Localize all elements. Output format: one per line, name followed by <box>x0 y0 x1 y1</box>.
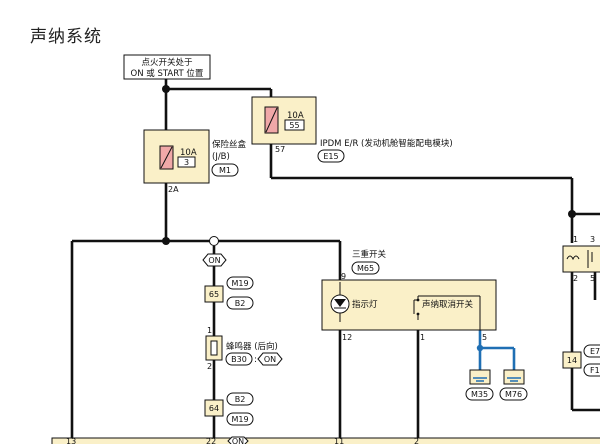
svg-text:9: 9 <box>341 272 346 281</box>
svg-text:E7: E7 <box>590 347 600 356</box>
svg-text:蜂鸣器 (后向): 蜂鸣器 (后向) <box>226 341 278 352</box>
svg-text:14: 14 <box>567 356 577 365</box>
relay: 1 3 2 5 14 E7 F1 <box>562 235 600 377</box>
svg-text:M1: M1 <box>219 166 231 175</box>
svg-text:三重开关: 三重开关 <box>352 249 387 260</box>
svg-text:2: 2 <box>414 437 419 444</box>
svg-text:ON: ON <box>208 256 220 265</box>
buzzer-branch: ON 65 M19 B2 1 2 蜂鸣器 (后向) B30 : ON B2 64… <box>202 253 283 426</box>
svg-text:M19: M19 <box>231 279 248 288</box>
svg-text:5: 5 <box>590 274 595 283</box>
svg-text:B2: B2 <box>235 395 246 404</box>
svg-text:M76: M76 <box>505 390 522 399</box>
junction-dots <box>162 85 576 246</box>
ground-m76: M76 <box>499 369 528 401</box>
svg-text:点火开关处于: 点火开关处于 <box>141 57 193 68</box>
svg-text:57: 57 <box>275 145 285 154</box>
svg-text:声纳取消开关: 声纳取消开关 <box>422 299 474 310</box>
svg-text:2A: 2A <box>168 185 179 194</box>
ground-m35: M35 <box>465 369 494 401</box>
ignition-label: 点火开关处于 ON 或 START 位置 <box>123 54 211 80</box>
svg-text:2: 2 <box>207 362 212 371</box>
svg-text:(J/B): (J/B) <box>212 152 230 162</box>
triple-switch: 三重开关 M65 9 指示灯 声纳取消开关 12 1 5 <box>321 249 497 342</box>
svg-text:12: 12 <box>342 333 352 342</box>
svg-text:10A: 10A <box>287 111 304 121</box>
svg-text:1: 1 <box>420 333 425 342</box>
svg-text:保险丝盒: 保险丝盒 <box>212 139 247 150</box>
svg-text:3: 3 <box>184 158 189 167</box>
svg-text:11: 11 <box>334 437 344 444</box>
svg-text:E15: E15 <box>323 152 338 161</box>
svg-text:ON 或 START 位置: ON 或 START 位置 <box>131 68 204 79</box>
svg-text:13: 13 <box>66 437 76 444</box>
svg-text:指示灯: 指示灯 <box>352 299 378 310</box>
svg-text:22: 22 <box>206 437 216 444</box>
svg-text:55: 55 <box>289 121 299 130</box>
svg-text:65: 65 <box>209 290 219 299</box>
svg-text:ON: ON <box>264 355 276 364</box>
fuse-box-jb: 10A 3 2A 保险丝盒 (J/B) M1 <box>143 129 247 194</box>
svg-text:3: 3 <box>590 235 595 244</box>
svg-text:M35: M35 <box>471 390 488 399</box>
svg-text:F1: F1 <box>590 366 600 375</box>
svg-text:IPDM E/R (发动机舱智能配电模块): IPDM E/R (发动机舱智能配电模块) <box>320 138 453 149</box>
svg-text:M19: M19 <box>231 415 248 424</box>
svg-text:M65: M65 <box>357 264 374 273</box>
svg-text:2: 2 <box>573 274 578 283</box>
svg-text:10A: 10A <box>180 148 197 158</box>
svg-text::: : <box>254 355 257 365</box>
svg-text:1: 1 <box>207 326 212 335</box>
svg-text:5: 5 <box>482 333 487 342</box>
ipdm-er: 10A 55 57 IPDM E/R (发动机舱智能配电模块) E15 <box>251 96 453 163</box>
page-title: 声纳系统 <box>30 27 102 47</box>
svg-text:64: 64 <box>209 404 219 413</box>
svg-text:B2: B2 <box>235 299 246 308</box>
svg-text:B30: B30 <box>231 355 247 364</box>
svg-text:1: 1 <box>573 235 578 244</box>
svg-text:ON: ON <box>232 437 244 444</box>
bottom-connector: 13 11 2 22 ON <box>51 436 600 444</box>
